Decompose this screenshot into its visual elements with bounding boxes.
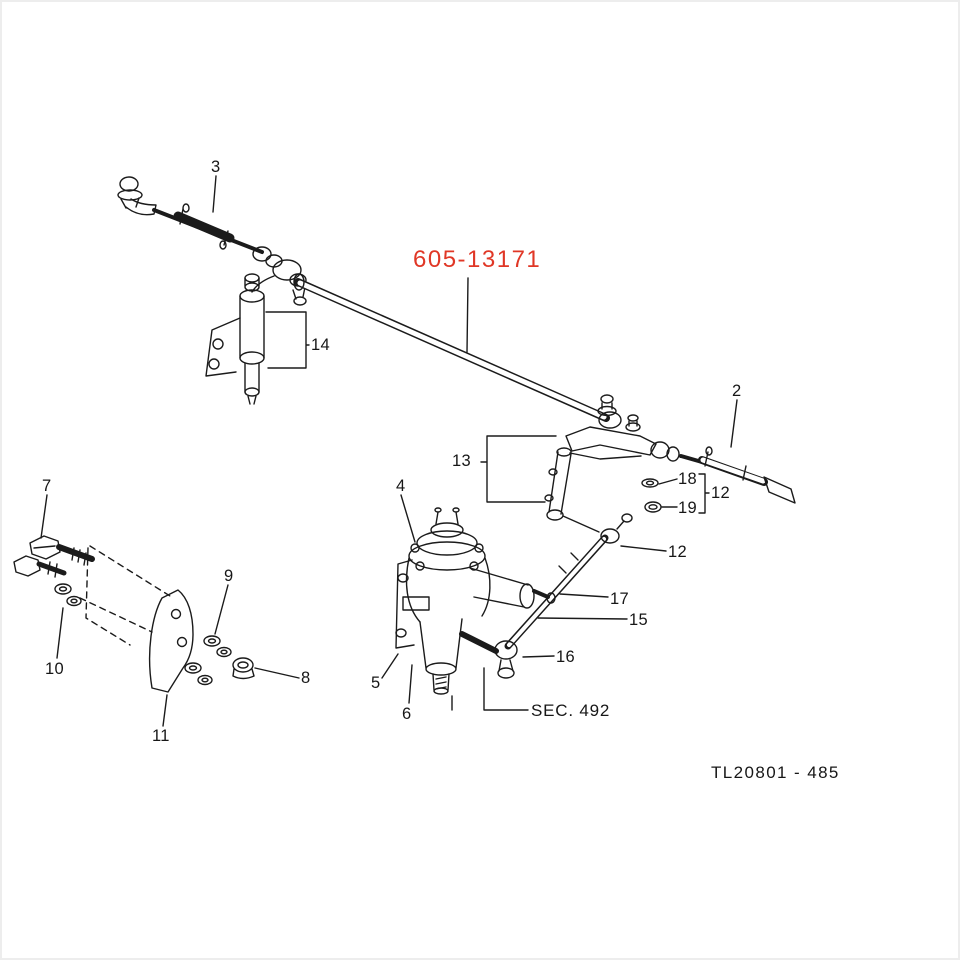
callout-14: 14: [311, 336, 330, 354]
drag-link-drawing: [293, 273, 610, 422]
callout-10: 10: [45, 660, 64, 678]
callout-11: 11: [152, 727, 170, 745]
steering-gear-drawing: [395, 507, 556, 695]
callout-9: 9: [224, 567, 234, 585]
callout-12-upper: 12: [711, 484, 730, 502]
pitman-arm-drawing: [459, 631, 499, 654]
callout-7: 7: [42, 477, 52, 495]
callout-18: 18: [678, 470, 697, 488]
callout-13: 13: [452, 452, 471, 470]
cross-rod-drawing: [494, 513, 633, 679]
relay-lever-drawing: [544, 394, 680, 533]
callout-17: 17: [610, 590, 629, 608]
callout-16: 16: [556, 648, 575, 666]
callout-6: 6: [402, 705, 412, 723]
washer-and-nut-drawing: [641, 478, 662, 513]
callout-19: 19: [678, 499, 697, 517]
mount-hardware-drawing: [13, 535, 255, 693]
idler-assembly-drawing: [205, 259, 307, 405]
leader-lines: [40, 175, 738, 727]
callout-4: 4: [396, 477, 406, 495]
sheet-code-label: TL20801 - 485: [711, 763, 840, 782]
callout-2: 2: [732, 382, 742, 400]
callout-5: 5: [371, 674, 381, 692]
callout-12-lower: 12: [668, 543, 687, 561]
section-reference-label: SEC. 492: [531, 701, 611, 720]
callout-15: 15: [629, 611, 648, 629]
callout-3: 3: [211, 158, 221, 176]
highlighted-part-number: 605-13171: [413, 246, 542, 273]
callout-8: 8: [301, 669, 311, 687]
tie-rod-outer-drawing: [117, 176, 283, 268]
frame-phantom-lines: [79, 545, 171, 646]
tie-rod-inner-drawing: [679, 446, 796, 504]
